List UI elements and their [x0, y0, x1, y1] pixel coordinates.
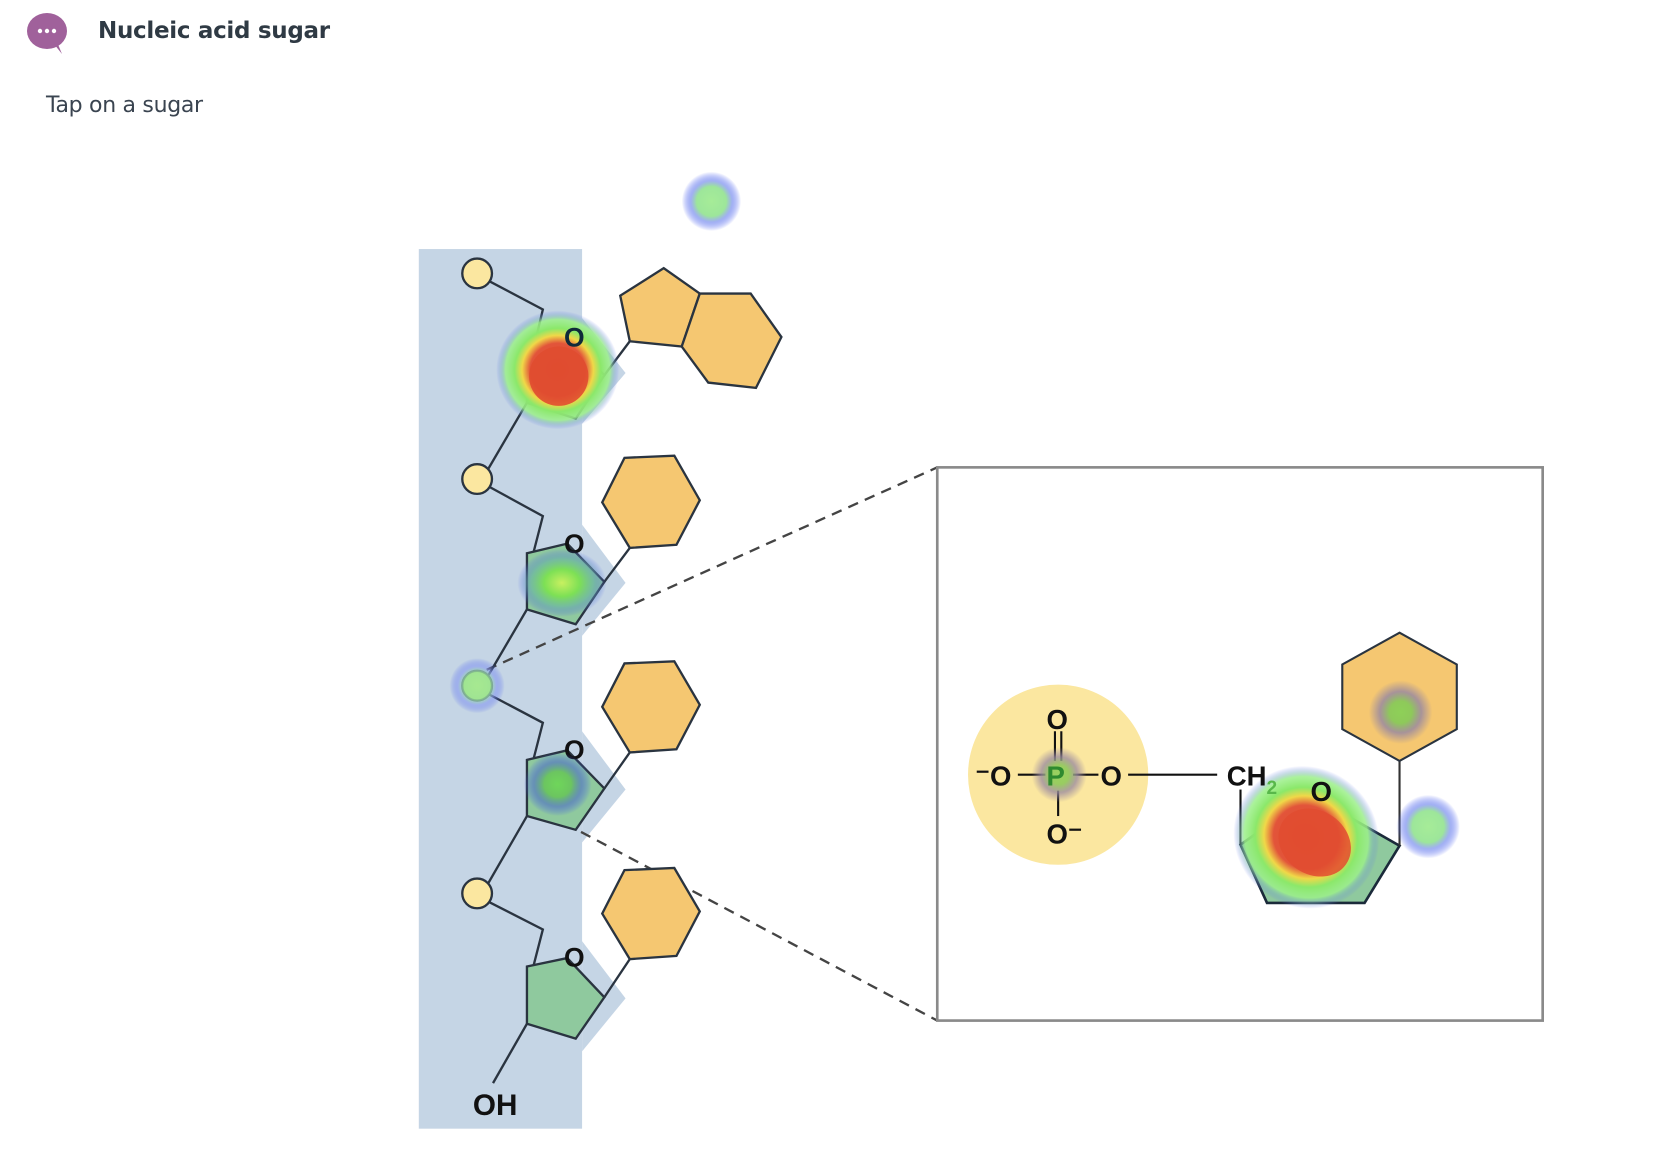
- activity-title: Nucleic acid sugar: [98, 18, 330, 44]
- phosphate-4[interactable]: [461, 877, 494, 910]
- ring-oxygen-label-1-top: O: [564, 323, 585, 353]
- heatmap-zoom-right: [1396, 794, 1460, 859]
- heatmap-sugar-2: [517, 548, 607, 617]
- ring-oxygen-label-4: O: [564, 943, 585, 973]
- zoom-line-bottom: [580, 830, 938, 1022]
- zoom-phosphate-left-o: ⁻O: [975, 760, 1011, 791]
- heatmap-zoom-base: [1368, 680, 1433, 744]
- question-prompt: Tap on a sugar: [46, 93, 203, 118]
- heatmap-zoom-phosphorus: [1031, 747, 1087, 803]
- base-2[interactable]: [600, 454, 702, 550]
- zoom-phosphate-bottom-o: O⁻: [1046, 819, 1082, 850]
- heatmap-phosphate-3: [449, 658, 505, 714]
- heatmap-zoom-sugar-core: [1278, 808, 1351, 877]
- speech-bubble-icon: [26, 11, 68, 54]
- zoom-phosphate-top-o: O: [1046, 704, 1067, 735]
- base-4[interactable]: [600, 866, 702, 961]
- heatmap-sugar-1-core: [529, 346, 589, 406]
- heatmap-sugar-3: [523, 752, 592, 817]
- backbone-bonds: [485, 278, 631, 1084]
- zoom-ring-oxygen-label: O: [1310, 776, 1331, 807]
- phosphate-2[interactable]: [461, 463, 494, 496]
- terminal-oh-label: OH: [473, 1089, 518, 1122]
- zoom-line-top: [486, 466, 938, 671]
- zoom-ch2-label: CH2: [1227, 760, 1277, 798]
- activity-header: [26, 11, 68, 54]
- base-1-purine[interactable]: [618, 266, 783, 390]
- zoom-phosphate-right-o: O: [1101, 760, 1122, 791]
- zoom-ch2-subscript: 2: [1267, 778, 1278, 799]
- phosphate-1[interactable]: [461, 257, 494, 290]
- heatmap-above-base: [681, 171, 742, 232]
- base-3[interactable]: [600, 660, 702, 754]
- zoom-ch-text: CH: [1227, 760, 1267, 791]
- sugar-4[interactable]: [525, 956, 606, 1040]
- zoom-phosphorus-label: P: [1046, 760, 1064, 791]
